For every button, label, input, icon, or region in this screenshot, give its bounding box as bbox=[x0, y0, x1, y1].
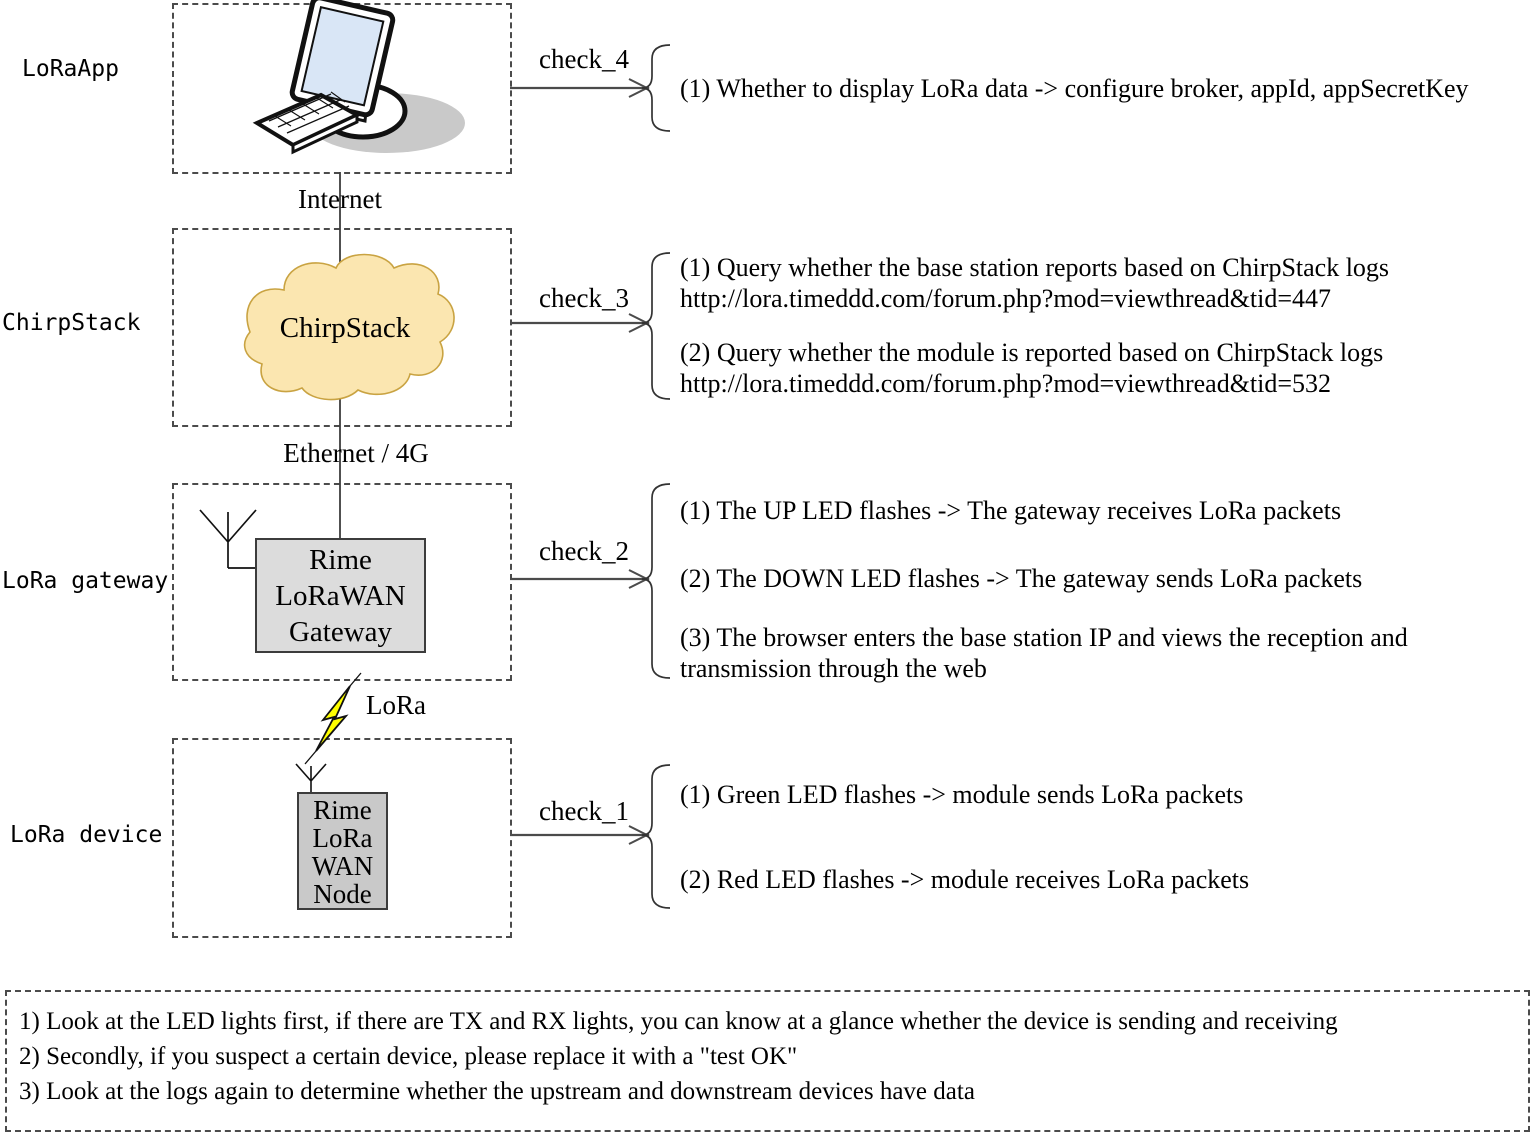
check3-brace bbox=[641, 252, 671, 400]
check3-arrow bbox=[510, 252, 671, 400]
lightning-icon bbox=[304, 672, 362, 765]
device-dashed-box bbox=[172, 738, 512, 938]
gateway-antenna-icon bbox=[199, 509, 257, 569]
gateway-node-box: Rime LoRaWAN Gateway bbox=[255, 538, 426, 653]
check2-label: check_2 bbox=[539, 536, 629, 566]
check4-arrow bbox=[510, 44, 671, 132]
check2-item: (2) The DOWN LED flashes -> The gateway … bbox=[680, 564, 1363, 593]
check1-arrow bbox=[510, 764, 671, 909]
keyboard bbox=[252, 91, 362, 155]
check3-item: (2) Query whether the module is reported… bbox=[680, 338, 1384, 367]
notes-box: 1) Look at the LED lights first, if ther… bbox=[5, 990, 1530, 1132]
computer-icon bbox=[252, 0, 465, 155]
check1-item: (2) Red LED flashes -> module receives L… bbox=[680, 865, 1250, 894]
row-label-lora-gateway: LoRa gateway bbox=[2, 568, 169, 594]
note-line-3: 3) Look at the logs again to determine w… bbox=[19, 1078, 975, 1105]
cloud-label: ChirpStack bbox=[279, 312, 411, 344]
check4-brace bbox=[641, 44, 671, 132]
check2-item: (1) The UP LED flashes -> The gateway re… bbox=[680, 496, 1342, 525]
row-label-chirpstack: ChirpStack bbox=[2, 310, 141, 336]
gateway-box-line: Gateway bbox=[288, 616, 393, 648]
check3-item-group: (1) Query whether the base station repor… bbox=[680, 252, 1389, 314]
gateway-box-line: Rime bbox=[309, 544, 372, 576]
ethernet-link-label: Ethernet / 4G bbox=[283, 438, 429, 468]
check4-item: (1) Whether to display LoRa data -> conf… bbox=[680, 74, 1469, 103]
check2-arrow bbox=[510, 483, 671, 679]
note-line-1: 1) Look at the LED lights first, if ther… bbox=[19, 1008, 1338, 1035]
note-line-2: 2) Secondly, if you suspect a certain de… bbox=[19, 1043, 798, 1070]
check3-label: check_3 bbox=[539, 283, 629, 313]
check3-item-group: (2) Query whether the module is reported… bbox=[680, 337, 1383, 399]
cloud-icon bbox=[243, 253, 455, 401]
row-label-loraapp: LoRaApp bbox=[22, 56, 119, 82]
check1-item: (1) Green LED flashes -> module sends Lo… bbox=[680, 780, 1244, 809]
device-box-line: LoRa bbox=[312, 823, 373, 853]
check3-url: http://lora.timeddd.com/forum.php?mod=vi… bbox=[680, 284, 1332, 313]
check4-label: check_4 bbox=[539, 44, 629, 74]
device-node-box: Rime LoRa WAN Node bbox=[297, 792, 388, 910]
check3-item: (1) Query whether the base station repor… bbox=[680, 253, 1390, 282]
device-box-line: WAN bbox=[311, 851, 374, 881]
check3-url: http://lora.timeddd.com/forum.php?mod=vi… bbox=[680, 369, 1332, 398]
device-box-line: Node bbox=[313, 879, 372, 909]
check1-brace bbox=[641, 764, 671, 909]
device-antenna-icon bbox=[295, 763, 327, 793]
gateway-box-line: LoRaWAN bbox=[275, 580, 406, 612]
device-box-line: Rime bbox=[313, 795, 372, 825]
internet-link-label: Internet bbox=[298, 184, 382, 214]
lora-link-label: LoRa bbox=[366, 690, 426, 720]
gateway-dashed-box bbox=[172, 483, 512, 681]
chirpstack-dashed-box bbox=[172, 228, 512, 427]
monitor bbox=[289, 0, 396, 118]
check1-label: check_1 bbox=[539, 796, 629, 826]
check2-brace bbox=[641, 483, 671, 679]
check2-item: (3) The browser enters the base station … bbox=[680, 623, 1408, 683]
row-label-lora-device: LoRa device bbox=[10, 822, 163, 848]
